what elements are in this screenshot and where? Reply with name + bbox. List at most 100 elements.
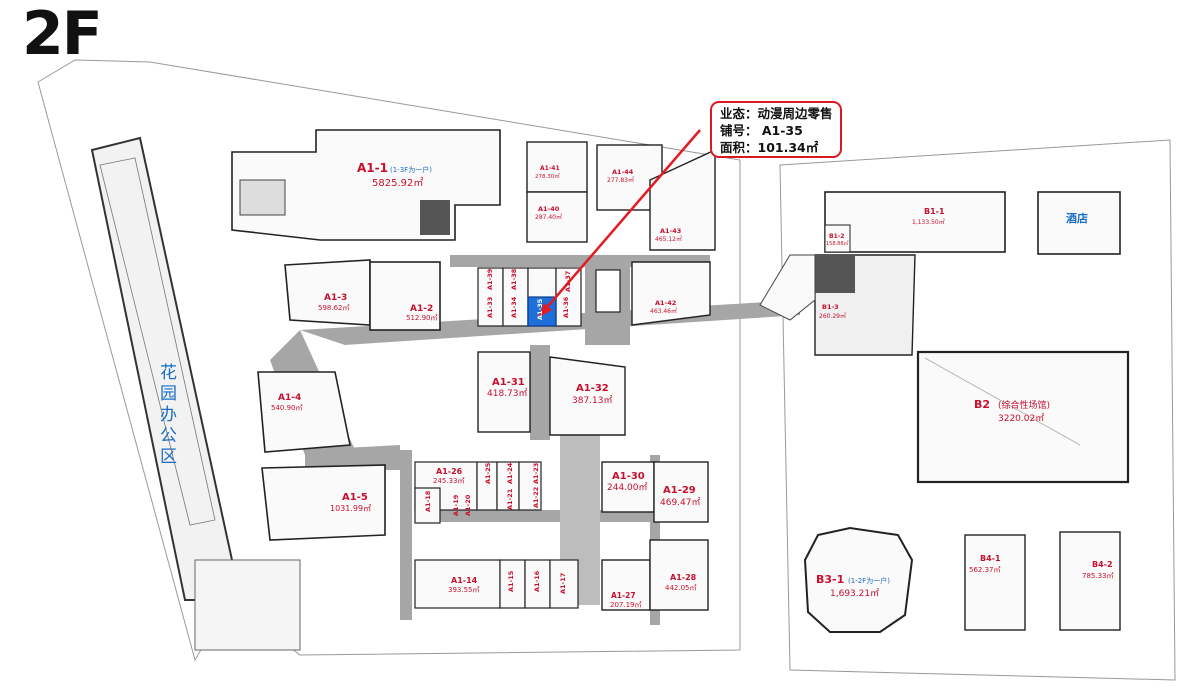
label-B4-2: B4-2 [1092,560,1113,569]
label-A1-17: A1-17 [559,573,567,594]
office-char: 园 [160,384,177,404]
label-A1-16: A1-16 [533,570,541,592]
label-A1-42: A1-42 [655,299,676,307]
area-A1-2: 512.90㎡ [406,314,438,322]
area-A1-26: 245.33㎡ [433,477,465,485]
area-A1-40: 287.40㎡ [535,213,562,221]
callout-unit-no: 铺号： A1-35 [720,123,803,138]
label-B1-3: B1-3 [822,303,839,311]
unit-B1-2[interactable] [824,224,851,253]
unit-A1-18[interactable] [414,487,441,524]
unit-A1-43[interactable] [649,148,716,251]
units-A1-14-17 [414,559,579,609]
office-char: 花 [160,363,177,383]
label-A1-38: A1-38 [510,268,518,290]
area-A1-44: 277.83㎡ [607,176,634,184]
label-A1-30: A1-30 [612,471,645,482]
unit-B4-2[interactable] [1059,531,1121,631]
label-A1-27: A1-27 [611,591,636,600]
unit-B4-1[interactable] [964,534,1026,631]
unit-A1-42[interactable] [631,261,711,326]
units-A1-18-26 [414,461,542,524]
area-A1-5: 1031.99㎡ [330,504,371,513]
hotel-building[interactable] [1037,191,1121,255]
area-B1-2: 158.88㎡ [826,240,849,247]
area-A1-1: 5825.92㎡ [372,177,423,189]
area-B4-2: 785.33㎡ [1082,572,1114,580]
unit-A1-28[interactable] [649,539,709,611]
unit-A1-34[interactable] [502,267,529,327]
note-A1-1: (1-3F为一户) [390,165,432,174]
label-A1-41: A1-41 [540,165,560,172]
bridge [759,254,816,321]
label-A1-34: A1-34 [510,296,518,318]
label-B2: B2 [974,398,990,411]
unit-A1-1[interactable] [231,129,501,241]
unit-A1-32[interactable] [549,356,626,436]
unit-A1-16[interactable] [524,559,551,609]
floor-title: 2F [22,0,103,69]
area-A1-32: 387.13㎡ [572,395,613,406]
unit-A1-30[interactable] [601,461,655,513]
area-B1-3: 260.29㎡ [819,312,846,320]
area-A1-4: 540.90㎡ [271,404,303,412]
area-A1-27: 207.19㎡ [610,601,642,609]
label-A1-2: A1-2 [410,304,433,314]
label-A1-40: A1-40 [538,205,560,213]
unit-A1-2[interactable] [369,261,441,331]
label-A1-29: A1-29 [663,485,696,496]
label-A1-31: A1-31 [492,377,525,388]
void-atrium [595,269,621,313]
callout-area: 面积：101.34㎡ [720,140,819,155]
area-A1-3: 598.62㎡ [318,304,350,312]
unit-A1-17[interactable] [549,559,579,609]
callout-business: 业态：动漫周边零售 [720,106,833,121]
note-B2: (综合性场馆) [998,399,1050,411]
label-A1-18: A1-18 [424,490,432,512]
label-A1-21: A1-21 [506,488,514,510]
area-A1-28: 442.05㎡ [665,584,697,592]
unit-B1-3[interactable] [814,254,916,356]
label-A1-23: A1-23 [532,463,540,484]
svg-text:花园办公区: 花园办公区 [160,363,177,467]
label-A1-19: A1-19 [452,494,460,516]
area-A1-31: 418.73㎡ [487,388,528,399]
label-B3-1: B3-1 [816,573,844,586]
label-A1-39: A1-39 [486,268,494,290]
site-boundary-east [779,139,1176,681]
label-B1-2: B1-2 [829,233,844,240]
office-char: 办 [160,405,177,425]
label-A1-32: A1-32 [576,383,609,394]
unit-A1-4[interactable] [257,371,351,453]
callout-arrow [542,129,701,313]
unit-A1-31[interactable] [477,351,531,433]
label-A1-5: A1-5 [342,492,368,503]
unit-A1-40[interactable] [526,191,588,243]
label-A1-14: A1-14 [451,576,478,585]
area-A1-29: 469.47㎡ [660,497,701,508]
unit-B2[interactable] [916,350,1130,484]
garden-office-building [90,136,301,651]
note-B3-1: (1-2F为一户) [848,576,890,585]
label-A1-4: A1-4 [278,393,301,403]
area-B2: 3220.02㎡ [998,413,1044,424]
unit-A1-14[interactable] [414,559,501,609]
unit-A1-37[interactable] [555,267,582,327]
garden-office-label: 花园办公区 [160,363,177,467]
unit-A1-41[interactable] [526,141,588,193]
area-B3-1: 1,693.21㎡ [830,588,879,599]
unit-B1-1[interactable] [824,191,1006,253]
area-B4-1: 562.37㎡ [969,566,1001,574]
unit-A1-29[interactable] [653,461,709,523]
unit-A1-27[interactable] [601,559,651,611]
unit-A1-15[interactable] [499,559,526,609]
unit-B3-1[interactable] [803,526,914,633]
label-A1-3: A1-3 [324,293,347,303]
area-A1-43: 465.12㎡ [655,235,682,243]
unit-A1-5[interactable] [261,464,386,541]
area-A1-42: 463.46㎡ [650,307,677,315]
label-A1-22: A1-22 [532,487,540,508]
area-A1-14: 393.55㎡ [448,586,480,594]
unit-A1-23[interactable] [518,461,542,511]
